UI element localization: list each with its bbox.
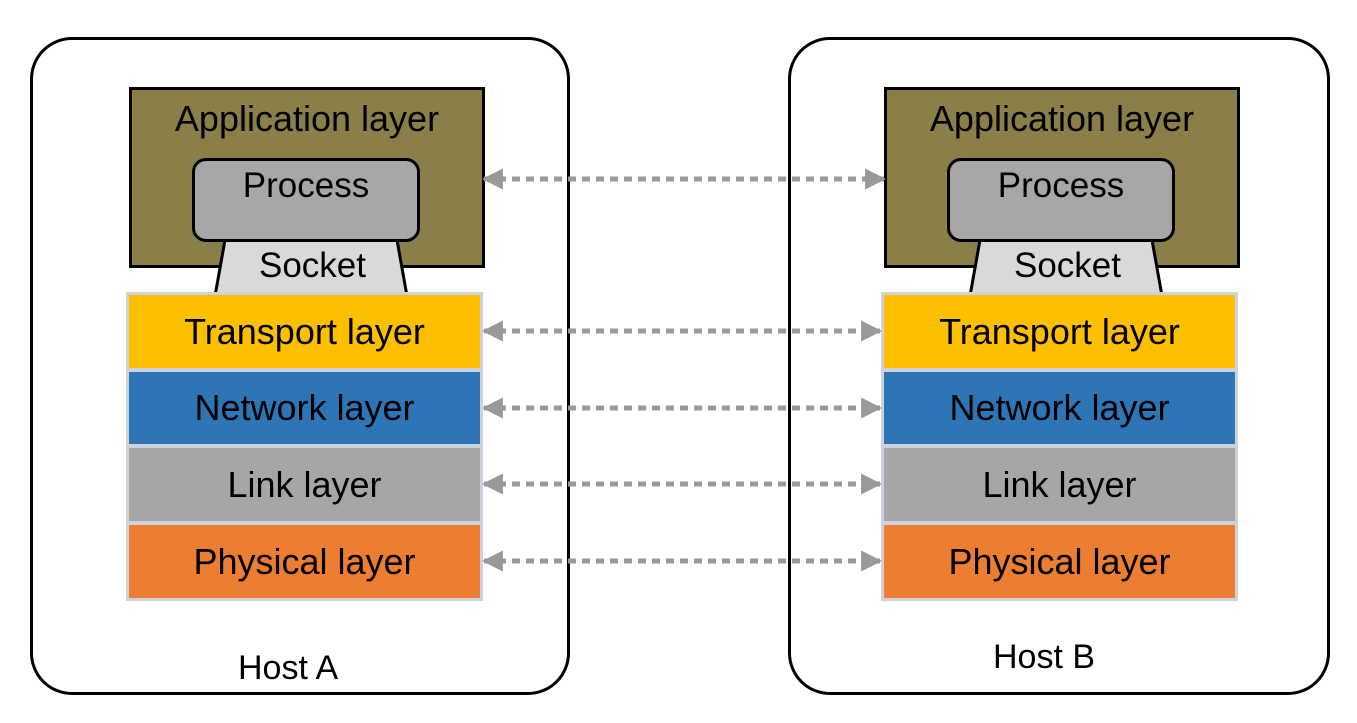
host-a-process-label: Process (242, 166, 370, 205)
host-b-link-layer: Link layer (881, 445, 1238, 524)
host-a-label: Host A (238, 649, 339, 687)
host-b-transport-layer: Transport layer (881, 292, 1238, 371)
host-a-socket-label: Socket (259, 246, 366, 285)
host-a-physical-layer: Physical layer (126, 522, 483, 601)
host-b-process-label: Process (997, 166, 1125, 205)
host-a-process-box: Process (192, 158, 420, 242)
host-b-socket-label: Socket (1014, 246, 1121, 285)
host-b-physical-layer: Physical layer (881, 522, 1238, 601)
host-a-link-layer: Link layer (126, 445, 483, 524)
host-a-application-layer-label: Application layer (174, 98, 440, 139)
host-b-network-layer: Network layer (881, 369, 1238, 447)
host-b-application-layer-label: Application layer (929, 98, 1195, 139)
host-b-process-box: Process (947, 158, 1175, 242)
host-b-label: Host B (993, 638, 1096, 676)
host-a-transport-layer: Transport layer (126, 292, 483, 371)
host-a-network-layer: Network layer (126, 369, 483, 447)
